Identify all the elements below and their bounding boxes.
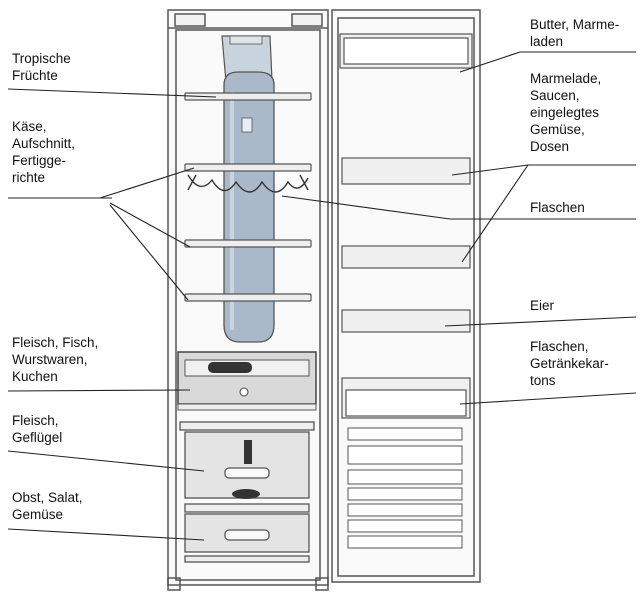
label-tropische-fruechte: Tropische Früchte	[12, 51, 71, 83]
label-flaschen-kartons: Flaschen, Getränkekar- tons	[530, 339, 609, 388]
label-kaese-aufschnitt: Käse, Aufschnitt, Fertigge- richte	[12, 119, 76, 185]
label-fleisch-gefluegel: Fleisch, Geflügel	[12, 413, 63, 445]
leader-kaese-3	[109, 204, 189, 301]
leader-lines	[7, 51, 637, 541]
door-panel-slats	[347, 427, 463, 549]
leader-flaschen-kartons	[459, 392, 637, 405]
label-flaschen: Flaschen	[530, 200, 585, 215]
leader-flaschen	[281, 195, 451, 220]
crisper-drawers	[179, 421, 315, 563]
door-bins	[339, 33, 473, 419]
leader-eier	[444, 316, 637, 327]
glass-shelves	[184, 92, 312, 302]
leader-fleisch-gefluegel	[7, 450, 205, 472]
label-eier: Eier	[530, 298, 555, 313]
label-marmelade: Marmelade, Saucen, eingelegtes Gemüse, D…	[530, 71, 602, 154]
leader-marmelade-1	[451, 164, 529, 176]
leader-fleisch-fisch	[7, 389, 191, 392]
leader-tropische-fruechte	[7, 88, 217, 98]
air-tube	[223, 71, 275, 343]
leader-kaese-2	[109, 202, 191, 248]
leader-obst-salat	[7, 528, 205, 541]
label-obst-salat: Obst, Salat, Gemüse	[12, 490, 83, 522]
bottle-rack	[187, 174, 309, 193]
label-butter: Butter, Marme- laden	[530, 17, 620, 49]
label-fleisch-fisch: Fleisch, Fisch, Wurstwaren, Kuchen	[12, 335, 99, 384]
leader-kaese-1	[99, 167, 195, 199]
fridge-door	[331, 9, 481, 583]
chiller-drawer	[177, 351, 317, 411]
leader-marmelade-2	[461, 164, 529, 263]
leader-butter	[459, 51, 521, 73]
